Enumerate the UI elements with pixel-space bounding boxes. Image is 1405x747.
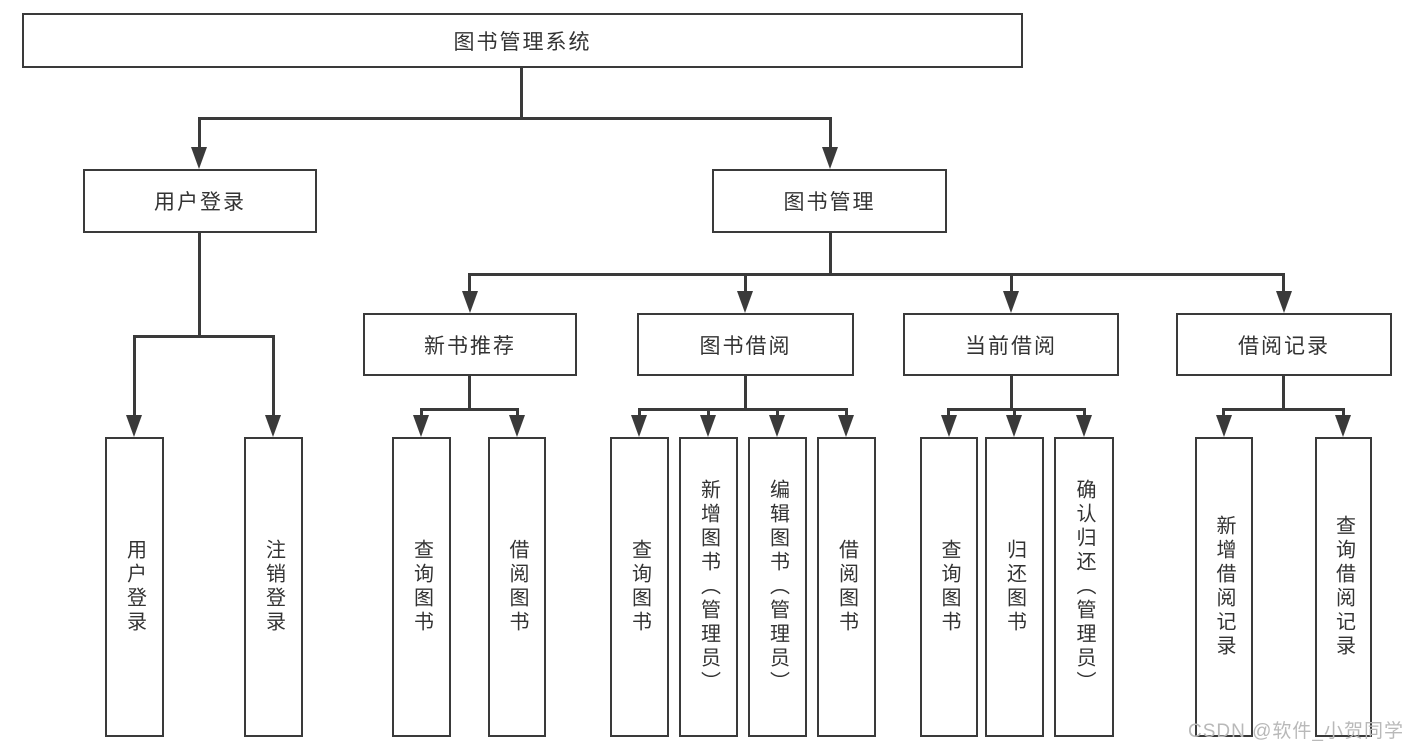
connector-line [1010, 376, 1013, 411]
arrow-down-icon [941, 415, 957, 437]
arrow-down-icon [1216, 415, 1232, 437]
arrow-down-icon [1335, 415, 1351, 437]
connector-line [516, 408, 519, 418]
leaf-borrow-books-recommend: 借阅图书 [488, 437, 546, 737]
arrow-down-icon [126, 415, 142, 437]
connector-line [829, 117, 832, 149]
connector-line [468, 376, 471, 411]
connector-line [638, 408, 848, 411]
node-book-management: 图书管理 [712, 169, 947, 233]
connector-line [198, 117, 201, 149]
arrow-down-icon [462, 291, 478, 313]
leaf-edit-book-admin-label: 编辑图书（管理员） [766, 479, 789, 695]
node-borrowing-records-label: 借阅记录 [1238, 334, 1330, 358]
node-user-login: 用户登录 [83, 169, 317, 233]
connector-line [776, 408, 779, 418]
connector-line [468, 273, 471, 294]
connector-line [1342, 408, 1345, 418]
node-root-label: 图书管理系统 [453, 30, 592, 54]
node-book-borrowing-label: 图书借阅 [699, 334, 792, 358]
arrow-down-icon [822, 147, 838, 169]
connector-line [829, 233, 832, 276]
leaf-query-books-borrowing-label: 查询图书 [628, 539, 651, 635]
arrow-down-icon [838, 415, 854, 437]
arrow-down-icon [509, 415, 525, 437]
leaf-query-books-current-label: 查询图书 [938, 539, 960, 635]
leaf-query-borrow-record: 查询借阅记录 [1315, 437, 1372, 737]
node-root: 图书管理系统 [22, 13, 1023, 68]
connector-line [133, 335, 275, 338]
leaf-add-borrow-record: 新增借阅记录 [1195, 437, 1253, 737]
connector-line [1083, 408, 1086, 418]
connector-line [947, 408, 1086, 411]
connector-line [744, 273, 747, 294]
connector-line [707, 408, 710, 418]
leaf-add-book-admin-label: 新增图书（管理员） [697, 479, 720, 695]
leaf-query-books-recommend: 查询图书 [392, 437, 451, 737]
connector-line [1010, 273, 1013, 294]
connector-line [1282, 273, 1285, 294]
connector-line [272, 335, 275, 416]
node-current-borrowing-label: 当前借阅 [965, 334, 1057, 358]
leaf-borrow-books-recommend-label: 借阅图书 [506, 539, 528, 635]
watermark: CSDN @软件_小贺同学 [1188, 721, 1404, 742]
node-book-management-label: 图书管理 [783, 191, 876, 214]
leaf-logout: 注销登录 [244, 437, 303, 737]
node-new-book-recommend: 新书推荐 [363, 313, 577, 376]
leaf-user-login-label: 用户登录 [123, 539, 146, 635]
connector-line [198, 117, 832, 120]
connector-line [1013, 408, 1016, 418]
connector-line [744, 376, 747, 411]
arrow-down-icon [631, 415, 647, 437]
leaf-add-book-admin: 新增图书（管理员） [679, 437, 738, 737]
node-borrowing-records: 借阅记录 [1176, 313, 1392, 376]
node-user-login-label: 用户登录 [154, 191, 246, 214]
connector-line [198, 233, 201, 338]
arrow-down-icon [1076, 415, 1092, 437]
connector-line [638, 408, 641, 418]
arrow-down-icon [1003, 291, 1019, 313]
leaf-confirm-return-admin: 确认归还（管理员） [1054, 437, 1114, 737]
leaf-query-books-borrowing: 查询图书 [610, 437, 669, 737]
leaf-borrow-books-borrowing: 借阅图书 [817, 437, 876, 737]
leaf-query-borrow-record-label: 查询借阅记录 [1332, 515, 1355, 659]
connector-line [845, 408, 848, 418]
leaf-edit-book-admin: 编辑图书（管理员） [748, 437, 807, 737]
arrow-down-icon [769, 415, 785, 437]
leaf-return-book-label: 归还图书 [1003, 539, 1026, 635]
connector-line [420, 408, 423, 418]
node-new-book-recommend-label: 新书推荐 [424, 334, 516, 358]
node-book-borrowing: 图书借阅 [637, 313, 854, 376]
leaf-borrow-books-borrowing-label: 借阅图书 [835, 539, 858, 635]
connector-line [947, 408, 950, 418]
leaf-user-login: 用户登录 [105, 437, 164, 737]
connector-line [1282, 376, 1285, 411]
connector-line [420, 408, 519, 411]
connector-line [469, 273, 1285, 276]
leaf-return-book: 归还图书 [985, 437, 1044, 737]
node-current-borrowing: 当前借阅 [903, 313, 1119, 376]
arrow-down-icon [737, 291, 753, 313]
leaf-query-books-recommend-label: 查询图书 [410, 539, 433, 635]
leaf-logout-label: 注销登录 [262, 539, 285, 635]
connector-line [1222, 408, 1345, 411]
arrow-down-icon [265, 415, 281, 437]
arrow-down-icon [1006, 415, 1022, 437]
connector-line [520, 68, 523, 120]
leaf-confirm-return-admin-label: 确认归还（管理员） [1073, 479, 1095, 695]
arrow-down-icon [700, 415, 716, 437]
leaf-query-books-current: 查询图书 [920, 437, 978, 737]
arrow-down-icon [1276, 291, 1292, 313]
arrow-down-icon [191, 147, 207, 169]
arrow-down-icon [413, 415, 429, 437]
connector-line [133, 335, 136, 416]
connector-line [1222, 408, 1225, 418]
leaf-add-borrow-record-label: 新增借阅记录 [1213, 515, 1235, 659]
